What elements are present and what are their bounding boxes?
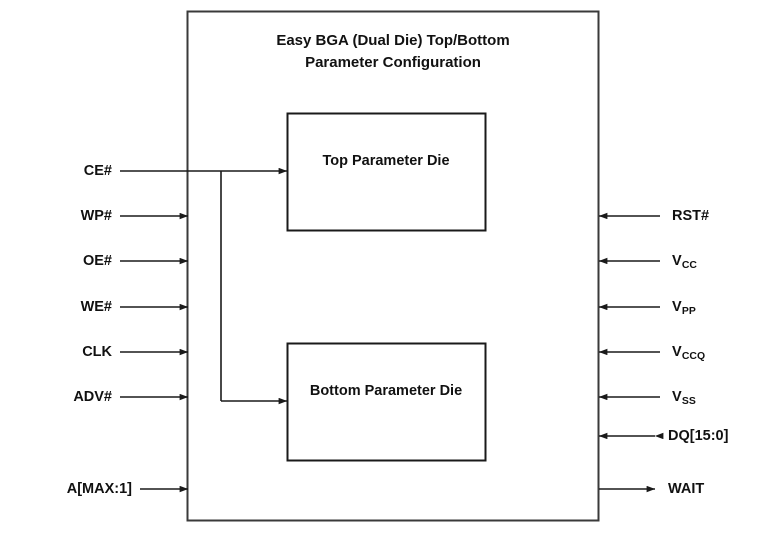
bottom-parameter-die-box (286, 342, 487, 462)
signal-label-dq: DQ[15:0] (668, 429, 728, 444)
bottom-parameter-die-label: Bottom Parameter Die (309, 382, 463, 399)
top-parameter-die-box (286, 112, 487, 232)
diagram-title-line-1: Easy BGA (Dual Die) Top/Bottom (276, 32, 510, 49)
signal-label-vcc-sub: CC (681, 259, 697, 271)
package-outline (186, 10, 600, 522)
signal-label-vccq-base: V (672, 343, 682, 360)
signal-label-vpp: VPP (672, 298, 696, 317)
signal-label-vss-base: V (672, 388, 682, 405)
signal-label-wait: WAIT (668, 482, 704, 497)
signal-label-we: WE# (80, 298, 112, 315)
signal-label-vss: VSS (672, 388, 696, 407)
signal-label-rst: RST# (672, 209, 709, 224)
signal-label-vpp-sub: PP (681, 305, 696, 317)
signal-label-vss-sub: SS (681, 395, 696, 407)
signal-label-adv: ADV# (73, 388, 112, 405)
signal-label-ce: CE# (83, 162, 112, 179)
diagram-title-line-2: Parameter Configuration (305, 53, 481, 71)
signal-label-a-max-1: A[MAX:1] (66, 480, 132, 497)
signal-label-vccq-sub: CCQ (681, 350, 706, 362)
diagram-title: Easy BGA (Dual Die) Top/Bottom Parameter… (276, 30, 509, 74)
signal-label-oe: OE# (82, 252, 112, 269)
signal-label-vcc: VCC (672, 252, 697, 271)
top-parameter-die-label: Top Parameter Die (322, 152, 450, 169)
signal-label-vcc-base: V (672, 252, 682, 269)
signal-label-wait-base: WAIT (668, 480, 705, 497)
signal-label-dq-base: DQ[15:0] (668, 427, 729, 444)
signal-label-vpp-base: V (672, 298, 682, 315)
signal-label-rst-base: RST# (672, 207, 710, 224)
signal-label-wp: WP# (80, 207, 112, 224)
signal-label-clk: CLK (82, 343, 112, 360)
signal-label-vccq: VCCQ (672, 343, 706, 362)
